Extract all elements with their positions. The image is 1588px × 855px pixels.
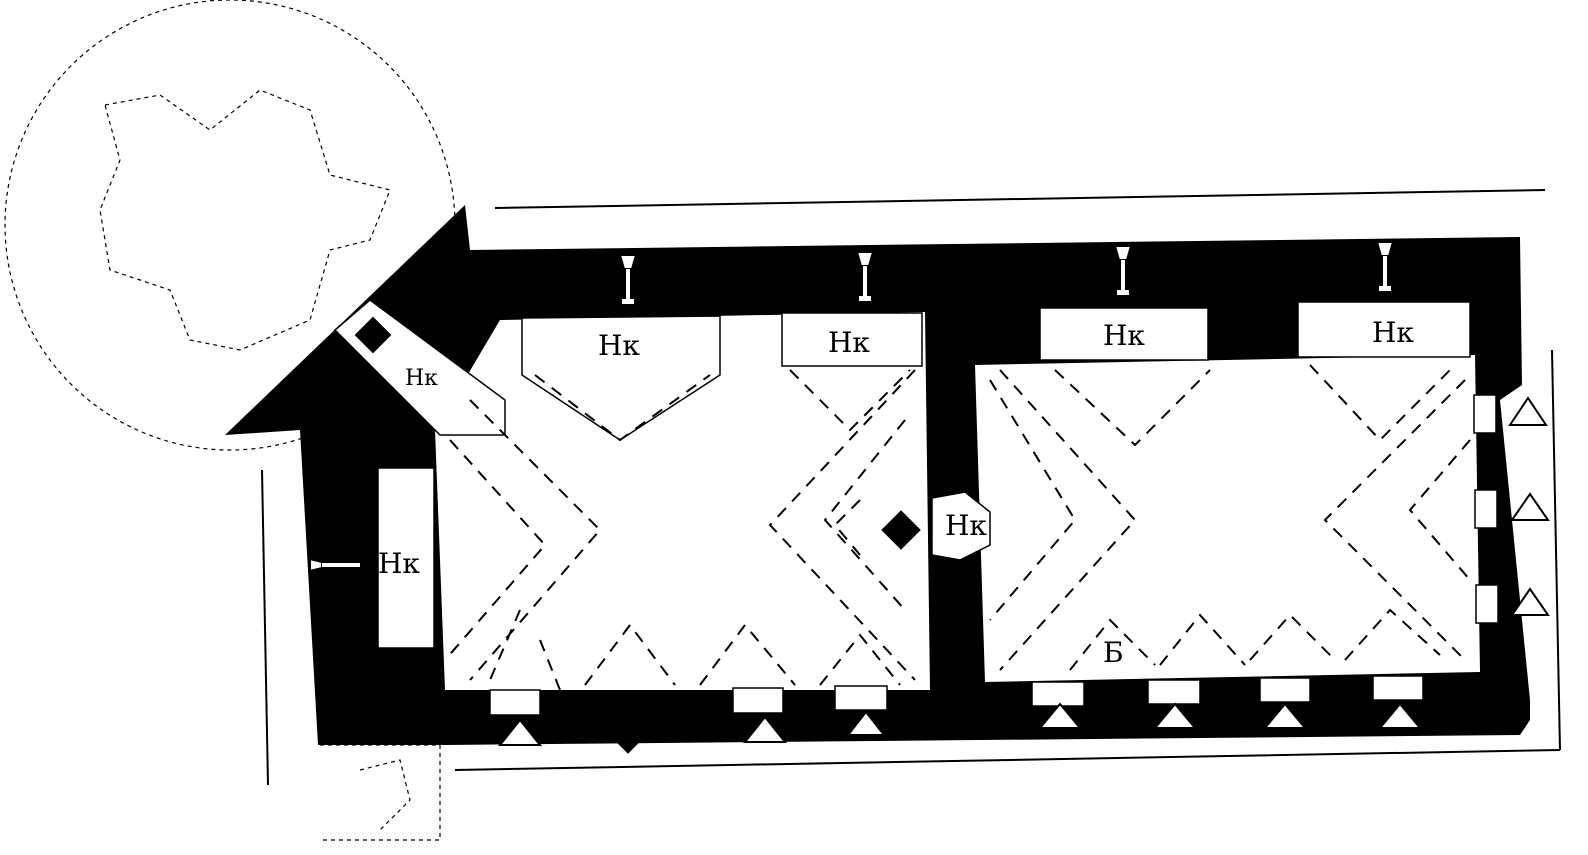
vault-lines-right (989, 364, 1471, 671)
diamond-marker-icon (354, 316, 392, 354)
triangle-marker-icon (845, 710, 887, 736)
triangle-marker-icon (497, 718, 543, 746)
triangle-markers (497, 396, 1550, 746)
corner-stair (320, 744, 441, 841)
niche-middle (931, 491, 991, 561)
triangle-marker-icon (1508, 396, 1548, 426)
triangle-marker-icon (1510, 492, 1550, 521)
niche-label: Нк (945, 509, 987, 542)
outer-lines (261, 189, 1561, 786)
window-niches-right (1473, 394, 1499, 624)
lamp-icon (1113, 245, 1133, 295)
niche-label: Нк (828, 326, 870, 359)
niche-label: Нк (598, 329, 640, 362)
triangle-marker-icon (742, 715, 788, 743)
niche-label: Нк (405, 366, 438, 391)
niche-labels: Нк Нк Нк Нк Нк Нк Нк Б (378, 316, 1414, 669)
niche-label: Нк (378, 547, 420, 580)
triangle-marker-icon (1152, 702, 1198, 729)
right-room (975, 355, 1480, 682)
triangle-marker-icon (1510, 587, 1550, 616)
triangle-marker-icon (1037, 702, 1083, 729)
niches-top (521, 301, 1471, 441)
diamond-marker-icon (881, 510, 921, 550)
niche-label: Нк (1372, 316, 1414, 349)
left-room (435, 312, 930, 690)
window-niches-bottom (489, 675, 1424, 716)
lamp-icon (855, 251, 875, 301)
diamond-markers (354, 316, 921, 754)
lamp-icon (618, 254, 638, 304)
diamond-marker-icon (608, 714, 648, 754)
triangle-marker-icon (1262, 702, 1308, 729)
niche-label: Нк (1103, 319, 1145, 352)
lamp-markers (309, 241, 1395, 573)
triangle-marker-icon (1377, 702, 1423, 729)
lamp-icon (1375, 241, 1395, 291)
lamp-icon (309, 557, 360, 573)
b-label: Б (1103, 636, 1124, 669)
vault-lines-left (444, 369, 916, 691)
niche-left (377, 467, 435, 649)
